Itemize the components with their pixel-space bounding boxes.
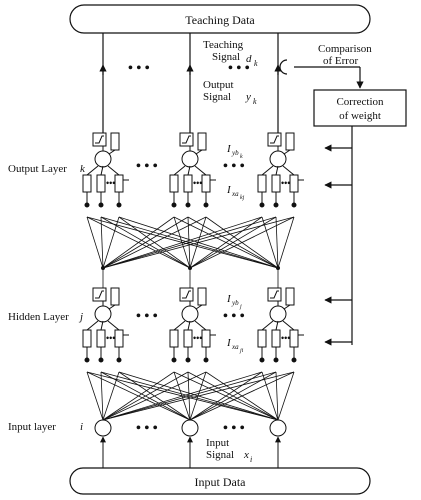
teaching-lines: [99, 33, 282, 140]
input-data-label: Input Data: [195, 475, 247, 489]
svg-text:j: j: [78, 311, 83, 323]
comparison-of-error: Comparison of Error: [279, 43, 372, 89]
input-node-3: [269, 419, 287, 468]
svg-text:I: I: [226, 143, 232, 155]
hidden-neuron-1: •••: [82, 287, 129, 363]
output-neuron-1: •••: [82, 132, 129, 208]
input-data-box: Input Data: [69, 467, 371, 495]
output-ellipsis-left: • • •: [136, 159, 158, 174]
svg-text:d: d: [246, 53, 252, 65]
hidden-layer-units: ••• ••• •••: [82, 287, 304, 363]
input-node-1: [94, 419, 112, 468]
input-ellipsis-left: • • •: [136, 421, 158, 436]
output-layer-units: ••• ••• •••: [82, 132, 304, 208]
input-ellipsis-right: • • •: [223, 421, 245, 436]
svg-text:Signal: Signal: [206, 449, 234, 461]
layer-labels: Output Layer k Hidden Layer j Input laye…: [8, 163, 86, 433]
weight-ellipsis: •••: [281, 178, 290, 188]
svg-text:Output: Output: [203, 79, 234, 91]
input-layer-label: Input layer: [8, 421, 56, 433]
svg-text:Correction: Correction: [336, 96, 384, 108]
output-layer-label: Output Layer: [8, 163, 67, 175]
hidden-ellipsis-left: • • •: [136, 309, 158, 324]
weight-ellipsis: •••: [193, 333, 202, 343]
svg-text:xa: xa: [231, 190, 239, 198]
input-node-2: [181, 419, 199, 468]
weight-ellipsis: •••: [193, 178, 202, 188]
svg-text:Signal: Signal: [203, 91, 231, 103]
output-neuron-2: •••: [169, 132, 216, 208]
svg-text:Teaching: Teaching: [203, 39, 244, 51]
weight-ellipsis: •••: [106, 178, 115, 188]
svg-text:i: i: [250, 455, 252, 464]
svg-text:kj: kj: [240, 195, 245, 201]
top-ellipsis-right: • • •: [228, 61, 250, 76]
svg-text:ji: ji: [239, 348, 244, 354]
output-current-labels: I yb k I xa kj: [226, 143, 245, 201]
input-signal-label: Input Signal x i: [206, 437, 252, 464]
hidden-current-labels: I yb j I xa ji: [226, 293, 244, 354]
output-neuron-3: •••: [257, 132, 304, 208]
svg-text:y: y: [245, 91, 251, 103]
output-ellipsis-right: • • •: [223, 159, 245, 174]
svg-text:x: x: [243, 449, 249, 461]
svg-text:k: k: [253, 97, 257, 106]
svg-text:I: I: [226, 293, 232, 305]
weight-ellipsis: •••: [106, 333, 115, 343]
svg-text:Signal: Signal: [212, 51, 240, 63]
svg-text:of weight: of weight: [339, 110, 381, 122]
top-ellipsis-left: • • •: [128, 61, 150, 76]
svg-text:of Error: of Error: [323, 55, 358, 67]
output-signal-label: Output Signal y k: [203, 79, 257, 106]
svg-text:I: I: [226, 337, 232, 349]
weight-ellipsis: •••: [281, 333, 290, 343]
svg-text:xa: xa: [231, 343, 239, 351]
input-layer-nodes: [94, 419, 287, 468]
correction-feedback-lines: [324, 126, 353, 346]
svg-text:I: I: [226, 184, 232, 196]
hidden-layer-label: Hidden Layer: [8, 311, 69, 323]
svg-text:k: k: [254, 59, 258, 68]
teaching-signal-label: Teaching Signal d k: [203, 39, 258, 68]
hidden-ellipsis-right: • • •: [223, 309, 245, 324]
correction-of-weight-box: Correction of weight: [313, 89, 407, 127]
teaching-data-box: Teaching Data: [69, 4, 371, 34]
hidden-neuron-3: •••: [257, 287, 304, 363]
svg-text:j: j: [239, 304, 242, 310]
svg-text:yb: yb: [231, 149, 239, 157]
svg-text:yb: yb: [231, 299, 239, 307]
teaching-data-label: Teaching Data: [185, 13, 255, 27]
hidden-neuron-2: •••: [169, 287, 216, 363]
svg-text:i: i: [80, 421, 83, 433]
svg-text:Comparison: Comparison: [318, 43, 372, 55]
svg-text:Input: Input: [206, 437, 229, 449]
svg-text:k: k: [80, 163, 86, 175]
connection-lines: [86, 216, 295, 421]
svg-text:k: k: [240, 154, 243, 160]
